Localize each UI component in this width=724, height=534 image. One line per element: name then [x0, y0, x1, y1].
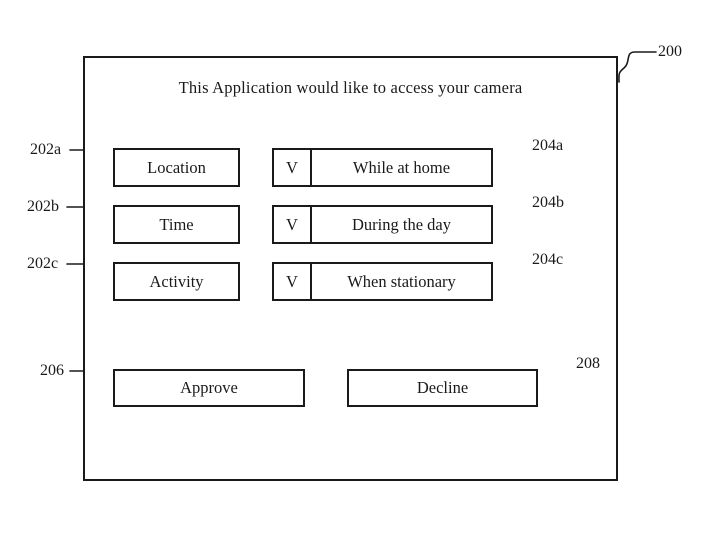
approve-button[interactable]: Approve	[113, 369, 305, 407]
ref-numeral-206: 206	[40, 362, 64, 379]
dropdown-activity[interactable]: V When stationary	[272, 262, 493, 301]
dropdown-value-location: While at home	[352, 157, 451, 177]
field-label-activity: Activity	[149, 271, 204, 291]
field-label-location: Location	[147, 157, 206, 177]
dropdown-arrow-icon[interactable]: V	[274, 150, 312, 185]
dialog-title: This Application would like to access yo…	[178, 78, 523, 97]
decline-button[interactable]: Decline	[347, 369, 538, 407]
dropdown-arrow-icon[interactable]: V	[274, 207, 312, 242]
ref-numeral-204a: 204a	[532, 137, 564, 154]
ref-numeral-202a: 202a	[30, 141, 62, 158]
leader-200	[618, 51, 657, 83]
ref-numeral-208: 208	[576, 355, 600, 372]
field-box-activity: Activity	[113, 262, 240, 301]
ref-numeral-200: 200	[658, 43, 682, 60]
dropdown-value-activity: When stationary	[347, 271, 456, 291]
field-box-location: Location	[113, 148, 240, 187]
dropdown-time[interactable]: V During the day	[272, 205, 493, 244]
field-box-time: Time	[113, 205, 240, 244]
field-label-time: Time	[159, 214, 194, 234]
ref-numeral-202c: 202c	[27, 255, 59, 272]
ref-numeral-202b: 202b	[27, 198, 59, 215]
dropdown-location[interactable]: V While at home	[272, 148, 493, 187]
ref-numeral-204c: 204c	[532, 251, 564, 268]
ref-numeral-204b: 204b	[532, 194, 564, 211]
dropdown-arrow-icon[interactable]: V	[274, 264, 312, 299]
dropdown-value-time: During the day	[352, 214, 451, 234]
